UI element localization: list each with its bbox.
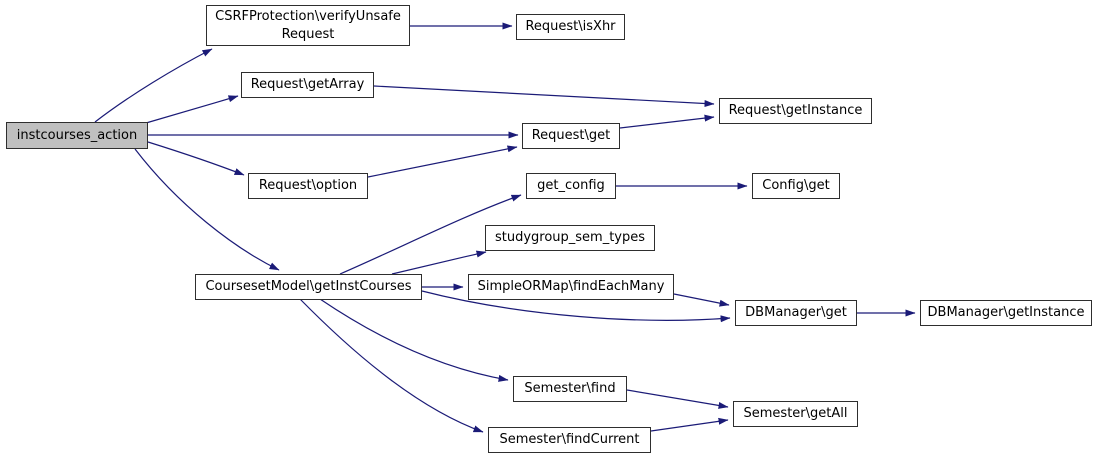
- edge-coursesetmodel-getinstcourses-to-semester-find: [319, 298, 509, 382]
- edge-coursesetmodel-getinstcourses-to-studygroup-sem-types: [391, 250, 487, 275]
- edge-instcourses-action-to-csrfprotection-verifyunsaferequest: [94, 48, 213, 123]
- node-request-getarray[interactable]: Request\getArray: [241, 72, 374, 98]
- node-label-line: CSRFProtection\verifyUnsafe: [215, 8, 401, 24]
- node-semester-find[interactable]: Semester\find: [513, 376, 627, 402]
- edge-instcourses-action-to-coursesetmodel-getinstcourses: [134, 148, 280, 271]
- edge-simpleormap-findeachmany-to-dbmanager-get: [673, 293, 730, 307]
- node-instcourses-action: instcourses_action: [6, 122, 148, 149]
- node-request-getinstance[interactable]: Request\getInstance: [719, 98, 872, 124]
- edge-request-get-to-request-getinstance: [619, 114, 715, 129]
- edge-coursesetmodel-getinstcourses-to-semester-findcurrent: [299, 298, 484, 433]
- node-semester-getall[interactable]: Semester\getAll: [733, 401, 858, 427]
- node-get-config[interactable]: get_config: [526, 173, 616, 199]
- edge-instcourses-action-to-request-option: [147, 141, 245, 176]
- node-coursesetmodel-getinstcourses[interactable]: CoursesetModel\getInstCourses: [195, 274, 422, 300]
- edge-coursesetmodel-getinstcourses-to-dbmanager-get: [421, 290, 731, 323]
- node-request-get[interactable]: Request\get: [522, 123, 620, 149]
- node-semester-findcurrent[interactable]: Semester\findCurrent: [488, 427, 651, 453]
- node-config-get[interactable]: Config\get: [752, 173, 840, 199]
- edge-request-option-to-request-get: [367, 145, 518, 178]
- edge-instcourses-action-to-request-getarray: [145, 95, 239, 124]
- node-request-isxhr[interactable]: Request\isXhr: [516, 14, 625, 40]
- node-label-line: Request: [281, 26, 335, 42]
- node-dbmanager-get[interactable]: DBManager\get: [735, 300, 857, 326]
- node-dbmanager-getinstance[interactable]: DBManager\getInstance: [920, 300, 1092, 326]
- edge-semester-findcurrent-to-semester-getall: [650, 417, 729, 432]
- node-request-option[interactable]: Request\option: [248, 173, 368, 199]
- node-simpleormap-findeachmany[interactable]: SimpleORMap\findEachMany: [468, 274, 674, 300]
- edge-coursesetmodel-getinstcourses-to-get-config: [339, 194, 522, 275]
- edge-semester-find-to-semester-getall: [626, 389, 729, 409]
- edge-request-getarray-to-request-getinstance: [373, 85, 715, 107]
- node-studygroup-sem-types[interactable]: studygroup_sem_types: [485, 225, 655, 251]
- node-csrfprotection-verifyunsaferequest[interactable]: CSRFProtection\verifyUnsafe Request: [206, 5, 410, 46]
